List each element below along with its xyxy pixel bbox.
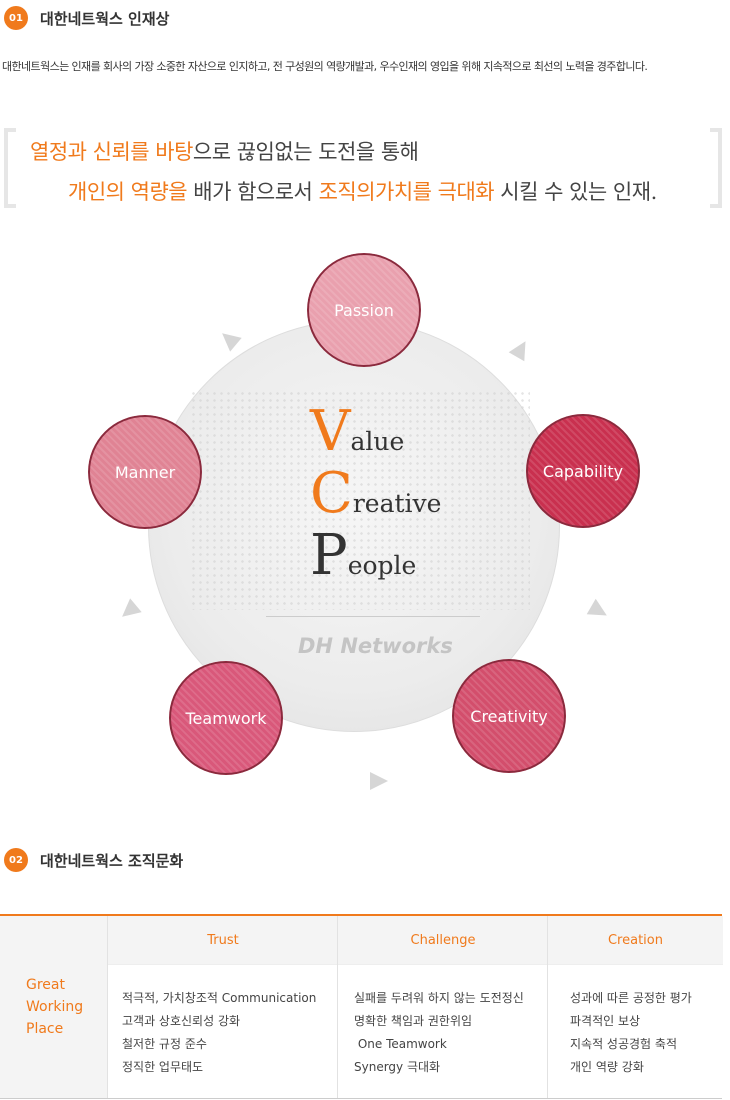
quote-line-1: 열정과 신뢰를 바탕으로 끊임없는 도전을 통해 [30, 136, 419, 166]
list-item: 파격적인 보상 [570, 1014, 641, 1028]
cycle-arrow-icon [586, 598, 612, 624]
column-items: 성과에 따른 공정한 평가 파격적인 보상 지속적 성공경험 축적 개인 역량 … [548, 965, 723, 1079]
list-item: 적극적, 가치창조적 Communication [122, 991, 317, 1005]
value-teamwork: Teamwork [169, 661, 283, 775]
vcp-creative: Creative [310, 461, 442, 526]
vcp-value: Value [310, 399, 405, 464]
section-number-badge: 01 [4, 6, 28, 30]
list-item: 명확한 책임과 권한위임 [354, 1014, 473, 1028]
values-diagram: Value Creative People DH Networks Passio… [0, 240, 730, 810]
section-header-talent: 01 대한네트웍스 인재상 [4, 6, 169, 30]
list-item: Synergy 극대화 [354, 1060, 441, 1074]
list-item: 철저한 규정 준수 [122, 1037, 207, 1051]
column-header: Challenge [338, 916, 548, 965]
value-manner: Manner [88, 415, 202, 529]
side-label: Great Working Place [26, 977, 84, 1037]
right-bracket [710, 128, 722, 208]
culture-column-challenge: Challenge 실패를 두려워 하지 않는 도전정신 명확한 책임과 권한위… [337, 916, 548, 1098]
section-title: 대한네트웍스 인재상 [40, 9, 170, 28]
cycle-arrow-icon [116, 598, 142, 624]
column-header: Trust [108, 916, 338, 965]
value-creativity: Creativity [452, 659, 566, 773]
culture-table: Great Working Place Trust 적극적, 가치창조적 Com… [0, 914, 723, 1099]
divider-line [266, 616, 480, 617]
list-item: 개인 역량 강화 [570, 1060, 644, 1074]
culture-column-creation: Creation 성과에 따른 공정한 평가 파격적인 보상 지속적 성공경험 … [547, 916, 723, 1098]
quote-highlight: 열정과 신뢰를 바탕 [30, 140, 193, 164]
column-header: Creation [548, 916, 723, 965]
cycle-arrow-icon [508, 336, 534, 362]
left-bracket [4, 128, 16, 208]
culture-column-trust: Trust 적극적, 가치창조적 Communication 고객과 상호신뢰성… [107, 916, 338, 1098]
vcp-people: People [310, 523, 417, 588]
list-item: 고객과 상호신뢰성 강화 [122, 1014, 241, 1028]
section-header-culture: 02 대한네트웍스 조직문화 [4, 848, 183, 872]
section-number-badge: 02 [4, 848, 28, 872]
intro-text: 대한네트웍스는 인재를 회사의 가장 소중한 자산으로 인지하고, 전 구성원의… [2, 60, 648, 73]
list-item: 성과에 따른 공정한 평가 [570, 991, 692, 1005]
world-map-dots [190, 390, 530, 610]
list-item: One Teamwork [354, 1037, 447, 1051]
table-side-header: Great Working Place [0, 916, 108, 1098]
column-items: 적극적, 가치창조적 Communication 고객과 상호신뢰성 강화 철저… [108, 965, 338, 1079]
quote-highlight: 조직의가치를 극대화 [318, 180, 495, 204]
quote-line-2: 개인의 역량을 배가 함으로서 조직의가치를 극대화 시킬 수 있는 인재. [68, 176, 657, 206]
list-item: 지속적 성공경험 축적 [570, 1037, 677, 1051]
list-item: 정직한 업무태도 [122, 1060, 204, 1074]
quote-text: 배가 함으로서 [187, 180, 319, 204]
list-item: 실패를 두려워 하지 않는 도전정신 [354, 991, 524, 1005]
section-title: 대한네트웍스 조직문화 [40, 851, 184, 870]
quote-highlight: 개인의 역량을 [68, 180, 188, 204]
vcp-slogan: Value Creative People [310, 402, 441, 588]
talent-quote: 열정과 신뢰를 바탕으로 끊임없는 도전을 통해 개인의 역량을 배가 함으로서… [4, 128, 724, 210]
brand-name: DH Networks [298, 634, 453, 658]
column-items: 실패를 두려워 하지 않는 도전정신 명확한 책임과 권한위임 One Team… [338, 965, 548, 1079]
value-capability: Capability [526, 414, 640, 528]
quote-text: 으로 끊임없는 도전을 통해 [192, 140, 419, 164]
value-passion: Passion [307, 253, 421, 367]
cycle-arrow-icon [216, 326, 242, 352]
quote-text: 시킬 수 있는 인재. [494, 180, 657, 204]
cycle-arrow-icon [370, 772, 388, 790]
